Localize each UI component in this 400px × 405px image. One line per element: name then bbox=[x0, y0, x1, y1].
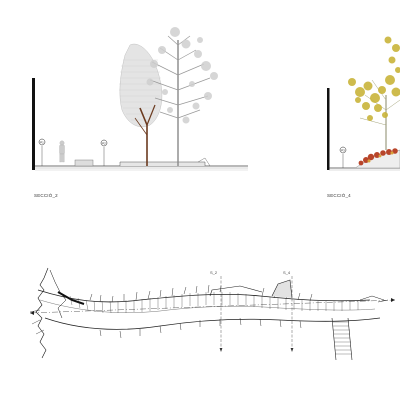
plan-left-edge bbox=[36, 268, 48, 358]
cut-line-s2 bbox=[220, 276, 223, 352]
svg-text:P2: P2 bbox=[102, 141, 106, 145]
plan-edge-north bbox=[38, 290, 370, 302]
plan-axis bbox=[30, 300, 395, 313]
svg-text:P3: P3 bbox=[341, 148, 345, 152]
plan-edge-south bbox=[45, 318, 380, 329]
cut-label-s4: S_4 bbox=[283, 270, 290, 275]
marker-p3: P3 bbox=[340, 147, 346, 168]
person-figure bbox=[60, 141, 65, 162]
plan-hatching bbox=[70, 292, 358, 313]
marker-p2: P2 bbox=[101, 140, 107, 166]
svg-text:P1: P1 bbox=[40, 140, 44, 144]
section-2-platform bbox=[120, 162, 205, 166]
grey-tree-canopy bbox=[119, 44, 162, 127]
section-2-wall bbox=[32, 78, 35, 170]
cut-label-s2: S_2 bbox=[210, 270, 217, 275]
section-2-caption: SECCIÓ_2 bbox=[34, 193, 58, 198]
yellow-tree bbox=[348, 37, 400, 151]
section-4-caption: SECCIÓ_4 bbox=[327, 193, 351, 198]
plan-building bbox=[272, 280, 292, 298]
section-2-drawing: P1 P2 bbox=[32, 27, 248, 170]
marker-p1: P1 bbox=[39, 139, 45, 166]
section-4-drawing: P3 bbox=[327, 37, 400, 171]
plan-drawing bbox=[30, 268, 395, 360]
section-4-wall bbox=[327, 88, 330, 170]
